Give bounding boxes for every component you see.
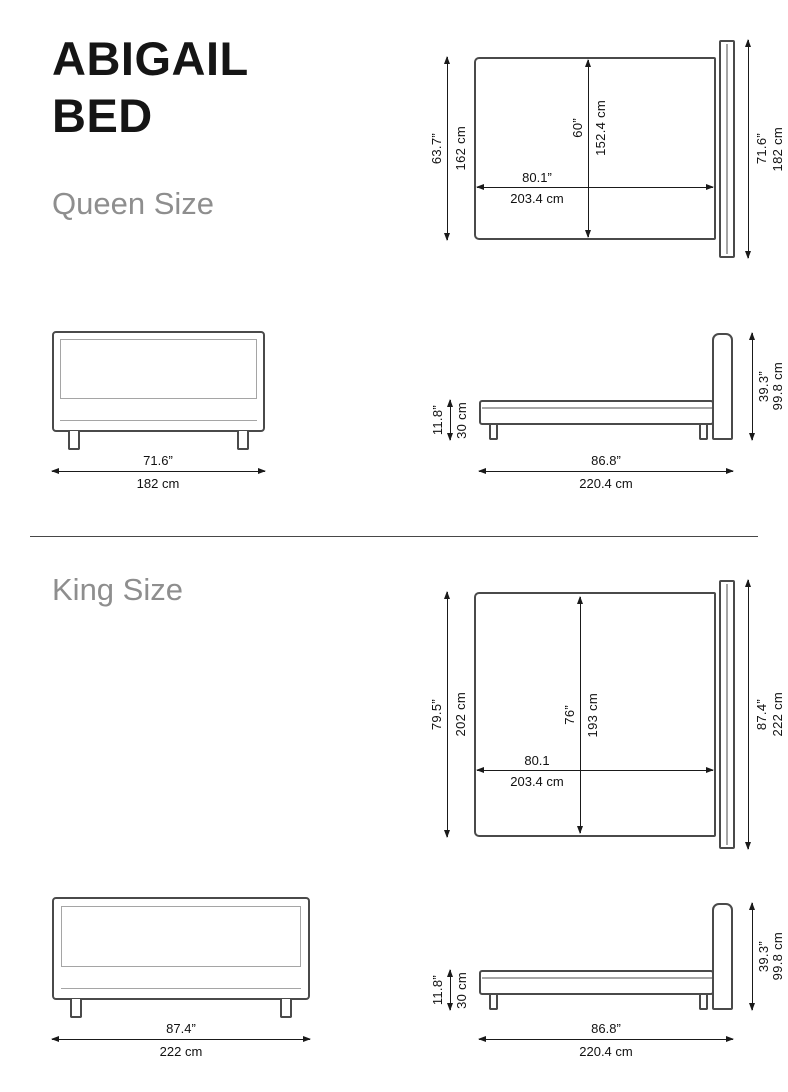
queen-top-length-dimension-line [476,184,714,190]
queen-top-depth-in-text: 63.7” [428,132,444,165]
king-side-base-in-text: 11.8” [429,974,445,1006]
queen-side-base-outline [479,400,714,425]
king-top-mattress-depth-dimension-line [577,596,583,834]
king-top-mattress-depth-label-cm: 193 cm [584,640,600,790]
queen-top-mattress-depth-dimension-line [585,59,591,238]
product-title: ABIGAIL BED [52,30,249,144]
king-side-rear-leg [699,995,708,1010]
queen-side-length-label-in: 86.8” [591,453,621,468]
king-top-headboard-cm-text: 222 cm [769,692,785,737]
queen-top-depth-cm-text: 162 cm [452,126,468,171]
queen-side-rear-leg [699,425,708,440]
king-top-headboard-dimension-line [745,579,751,850]
king-side-height-cm-text: 99.8 cm [769,932,785,981]
queen-top-headboard-seam [726,44,728,254]
queen-front-width-label-in: 71.6” [143,453,173,468]
queen-top-mattress-outline [474,57,716,240]
queen-side-base-label-cm: 30 cm [453,400,469,440]
queen-side-height-dimension-line [749,332,755,441]
king-front-mattress-band [61,966,301,989]
king-top-mattress-depth-in-text: 76” [561,705,577,725]
king-top-depth-label-cm: 202 cm [452,592,468,837]
king-side-mattress-seam [482,977,712,979]
queen-front-mattress-band [60,398,257,421]
king-side-base-cm-text: 30 cm [453,971,469,1009]
queen-front-width-dimension-line [51,468,266,474]
section-divider [30,536,758,537]
queen-top-mattress-depth-label-cm: 152.4 cm [592,65,608,190]
queen-top-headboard-in-text: 71.6” [753,133,769,165]
king-front-left-leg [70,999,82,1018]
queen-side-height-label-cm: 99.8 cm [769,333,785,440]
queen-size-heading: Queen Size [52,186,214,221]
king-size-heading: King Size [52,572,183,607]
king-top-length-dimension-line [476,767,714,773]
queen-top-depth-label-cm: 162 cm [452,57,468,240]
queen-side-base-cm-text: 30 cm [453,401,469,439]
queen-side-front-leg [489,425,498,440]
king-top-headboard-in-text: 87.4” [753,698,769,731]
king-top-headboard-seam [726,584,728,845]
king-front-width-label-in: 87.4” [166,1021,196,1036]
queen-top-mattress-depth-cm-text: 152.4 cm [592,99,608,156]
queen-top-depth-dimension-line [444,56,450,241]
queen-side-mattress-seam [482,407,712,409]
queen-side-base-in-text: 11.8” [429,404,445,436]
king-top-depth-label-in: 79.5” [428,592,444,837]
queen-front-width-label-cm: 182 cm [136,476,180,491]
product-title-line2: BED [52,89,153,142]
king-top-headboard-label-cm: 222 cm [769,580,785,849]
king-top-depth-cm-text: 202 cm [452,692,468,737]
queen-side-length-label-cm: 220.4 cm [579,476,633,491]
king-side-length-label-cm: 220.4 cm [579,1044,633,1059]
king-front-headboard-panel [61,906,301,966]
queen-side-base-label-in: 11.8” [429,400,445,440]
queen-top-headboard-cm-text: 182 cm [769,126,785,172]
queen-top-headboard-dimension-line [745,39,751,259]
queen-front-left-leg [68,431,80,450]
queen-top-depth-label-in: 63.7” [428,57,444,240]
king-front-width-label-cm: 222 cm [159,1044,203,1059]
king-top-depth-dimension-line [444,591,450,838]
king-side-height-label-cm: 99.8 cm [769,903,785,1010]
queen-top-headboard-label-cm: 182 cm [769,40,785,258]
king-top-mattress-depth-cm-text: 193 cm [584,692,600,738]
king-top-length-label-cm: 203.4 cm [510,774,564,789]
queen-front-right-leg [237,431,249,450]
king-front-width-dimension-line [51,1036,311,1042]
king-top-headboard-label-in: 87.4” [753,580,769,849]
queen-side-length-dimension-line [478,468,734,474]
queen-top-mattress-depth-in-text: 60” [569,117,585,138]
king-top-depth-in-text: 79.5” [428,698,444,731]
queen-top-headboard-label-in: 71.6” [753,40,769,258]
king-side-base-label-in: 11.8” [429,970,445,1010]
king-side-length-label-in: 86.8” [591,1021,621,1036]
queen-top-length-label-in: 80.1” [522,170,552,185]
king-front-body-outline [52,897,310,1000]
queen-side-base-dimension-line [447,399,453,441]
king-side-height-dimension-line [749,902,755,1011]
king-top-mattress-outline [474,592,716,837]
king-top-length-label-in: 80.1 [524,753,550,768]
queen-side-headboard-outline [712,333,733,440]
king-front-right-leg [280,999,292,1018]
king-side-headboard-outline [712,903,733,1010]
king-side-front-leg [489,995,498,1010]
queen-front-headboard-panel [60,339,257,398]
king-side-base-outline [479,970,714,995]
king-side-length-dimension-line [478,1036,734,1042]
queen-front-body-outline [52,331,265,432]
product-title-line1: ABIGAIL [52,32,249,85]
king-side-base-label-cm: 30 cm [453,970,469,1010]
queen-side-height-cm-text: 99.8 cm [769,362,785,411]
king-side-base-dimension-line [447,969,453,1011]
queen-top-length-label-cm: 203.4 cm [510,191,564,206]
